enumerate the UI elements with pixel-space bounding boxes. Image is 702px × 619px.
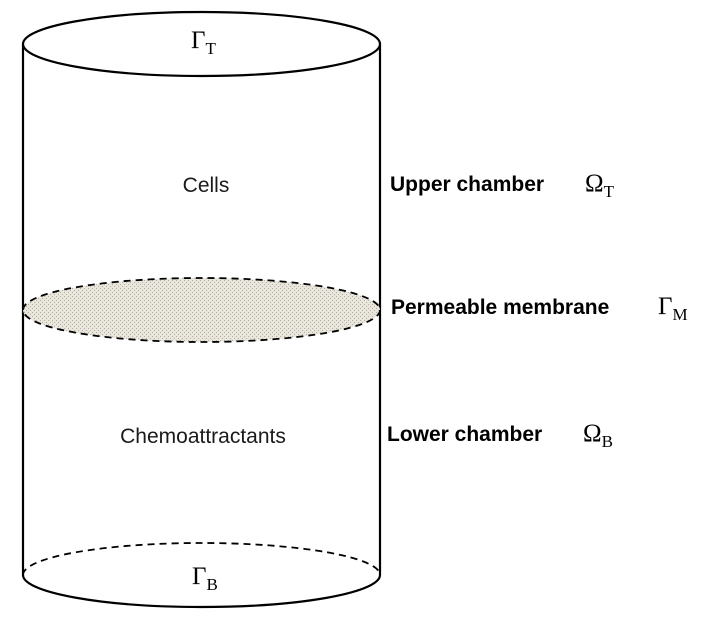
bottom-boundary-back-arc (22, 542, 381, 576)
cells-label: Cells (183, 174, 230, 197)
upper-chamber-symbol-label: ΩT (585, 170, 615, 201)
top-boundary-subscript: T (205, 39, 216, 58)
chemoattractants-label: Chemoattractants (120, 425, 286, 448)
bottom-boundary-subscript: B (206, 575, 217, 594)
upper-chamber-label: Upper chamber (390, 173, 544, 196)
top-boundary-symbol: Γ (191, 27, 205, 54)
lower-chamber-subscript: B (602, 432, 613, 451)
bottom-boundary-symbol: Γ (192, 563, 206, 590)
top-boundary-label: ΓT (191, 27, 216, 58)
membrane-label: Permeable membrane (391, 296, 609, 319)
bottom-boundary-front-arc (21, 574, 382, 609)
membrane-symbol: Γ (658, 293, 672, 320)
membrane-ellipse (22, 277, 381, 343)
upper-chamber-symbol: Ω (585, 170, 604, 197)
lower-chamber-symbol: Ω (583, 420, 602, 447)
lower-chamber-label: Lower chamber (387, 423, 542, 446)
upper-chamber-subscript: T (604, 182, 615, 201)
membrane-subscript: M (672, 305, 687, 324)
membrane-symbol-label: ΓM (658, 293, 688, 324)
lower-chamber-symbol-label: ΩB (583, 420, 613, 451)
top-boundary-ellipse (21, 10, 382, 78)
bottom-boundary-label: ΓB (192, 563, 218, 594)
